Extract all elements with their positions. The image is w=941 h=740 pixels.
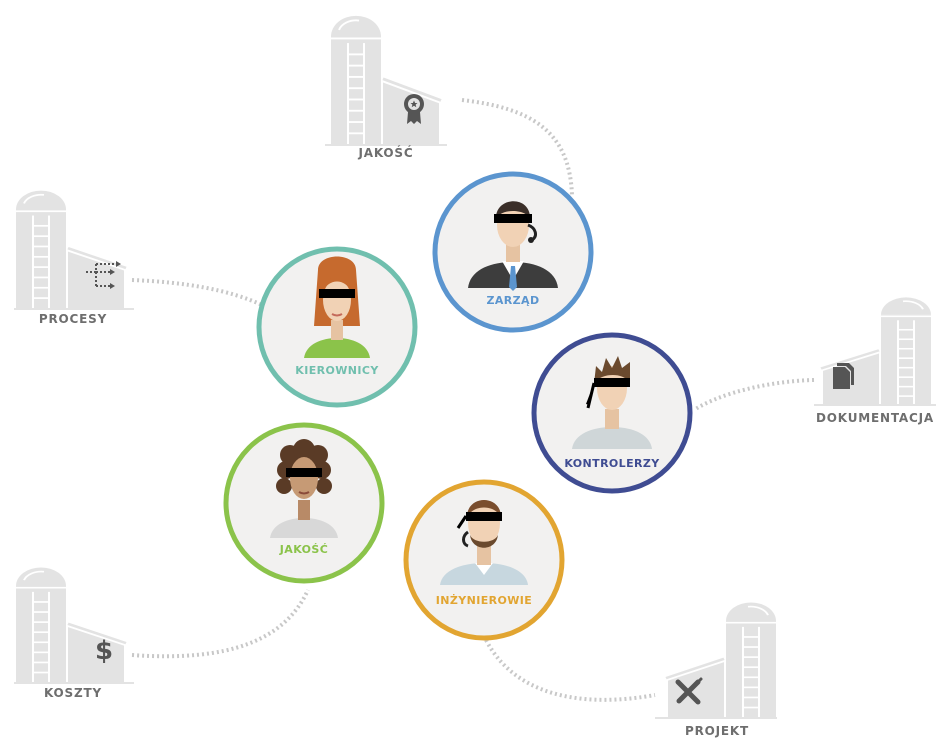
dollar-icon: $ <box>95 636 113 666</box>
role-label-kontrolerzy: KONTROLERZY <box>564 457 660 470</box>
process-flow-arrows <box>110 261 121 289</box>
avatar-jakosc <box>270 439 338 538</box>
avatar-kierownicy <box>304 256 370 358</box>
silo-label-koszty: KOSZTY <box>44 686 102 700</box>
silo-label-dokumentacja: DOKUMENTACJA <box>816 411 934 425</box>
connector-koszty-jakosc <box>131 589 310 659</box>
role-label-zarzad: ZARZĄD <box>487 294 540 307</box>
role-kontrolerzy[interactable]: KONTROLERZY <box>531 332 693 494</box>
role-kierownicy[interactable]: KIEROWNICY <box>256 246 418 408</box>
role-label-jakosc: JAKOŚĆ <box>279 543 328 556</box>
documents-icon <box>833 363 854 389</box>
process-flow-icon <box>86 263 116 287</box>
silo-label-procesy: PROCESY <box>39 312 107 326</box>
connector-procesy-kierownicy <box>131 278 263 307</box>
silo-jakosc: JAKOŚĆ <box>325 14 447 160</box>
silo-label-jakosc: JAKOŚĆ <box>358 145 414 160</box>
connector-jakosc-zarzad <box>461 98 574 197</box>
role-zarzad[interactable]: ZARZĄD <box>432 171 594 333</box>
silo-label-projekt: PROJEKT <box>685 724 749 738</box>
silo-projekt: PROJEKT <box>655 601 778 738</box>
avatar-inzynierowie <box>440 500 528 585</box>
silo-procesy: PROCESY <box>14 189 134 326</box>
role-label-kierownicy: KIEROWNICY <box>295 364 379 377</box>
avatar-kontrolerzy <box>572 356 652 449</box>
silo-dokumentacja: DOKUMENTACJA <box>814 295 936 425</box>
role-label-inzynierowie: INŻYNIEROWIE <box>436 593 532 607</box>
role-inzynierowie[interactable]: INŻYNIEROWIE <box>403 479 565 641</box>
avatar-zarzad <box>468 201 558 291</box>
connector-dokumentacja-kontrolerzy <box>692 378 815 412</box>
connectors <box>131 98 815 702</box>
silo-koszty: $ KOSZTY <box>14 566 134 700</box>
award-icon <box>404 94 424 124</box>
pencil-ruler-icon <box>675 677 703 705</box>
connector-projekt-inzynierowie <box>484 639 656 702</box>
role-jakosc[interactable]: JAKOŚĆ <box>223 422 385 584</box>
